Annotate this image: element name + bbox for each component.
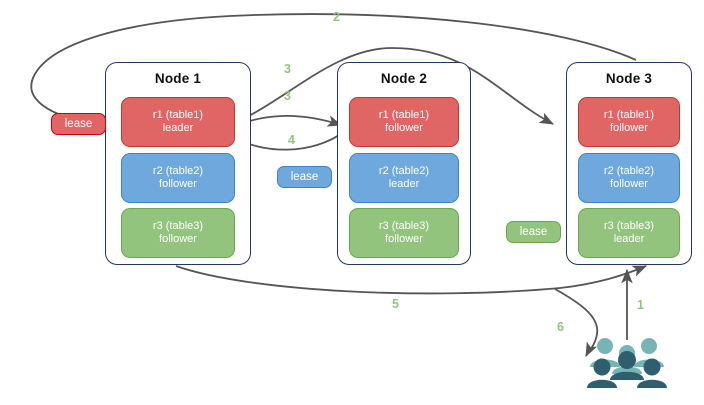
replica-node2-r1[interactable]: r1 (table1) follower: [349, 97, 459, 147]
lease-badge-r1[interactable]: lease: [51, 113, 106, 135]
replica-node1-r1[interactable]: r1 (table1) leader: [121, 97, 235, 147]
replica-role: leader: [388, 178, 420, 190]
replica-role: follower: [385, 122, 423, 134]
replica-node2-r3[interactable]: r3 (table3) follower: [349, 208, 459, 258]
replica-node3-r3[interactable]: r3 (table3) leader: [578, 208, 680, 258]
step-label-4: 4: [288, 133, 295, 147]
step-label-2: 2: [333, 10, 340, 24]
replica-name: r3 (table3): [378, 219, 430, 232]
users-group-icon: [587, 338, 667, 388]
step-label-6: 6: [557, 320, 564, 334]
arrow-step-3-to-node3: [221, 47, 554, 129]
replica-name: r1 (table1): [603, 108, 655, 121]
replica-name: r3 (table3): [603, 219, 655, 232]
replica-name: r1 (table1): [378, 108, 430, 121]
lease-badge-r2[interactable]: lease: [277, 166, 332, 188]
replica-role: follower: [159, 178, 197, 190]
replica-role: follower: [385, 233, 423, 245]
step-label-3-upper: 3: [284, 62, 291, 76]
step-label-5: 5: [392, 297, 399, 311]
step-label-1: 1: [637, 298, 644, 312]
lease-badge-r3[interactable]: lease: [506, 221, 561, 243]
step-label-3-lower: 3: [284, 89, 291, 103]
replica-node2-r2[interactable]: r2 (table2) leader: [349, 153, 459, 203]
replica-role: follower: [610, 178, 648, 190]
replica-node3-r1[interactable]: r1 (table1) follower: [578, 97, 680, 147]
node-title: Node 1: [154, 71, 202, 86]
replica-name: r2 (table2): [603, 164, 655, 177]
replica-role: follower: [159, 233, 197, 245]
arrow-step-6: [554, 288, 599, 357]
replica-role: leader: [613, 233, 645, 245]
replica-role: follower: [610, 122, 648, 134]
replica-role: leader: [162, 122, 194, 134]
arrow-step-2: [30, 13, 637, 126]
replica-name: r1 (table1): [152, 108, 204, 121]
node-title: Node 3: [605, 71, 653, 86]
replica-node1-r2[interactable]: r2 (table2) follower: [121, 153, 235, 203]
replica-node3-r2[interactable]: r2 (table2) follower: [578, 153, 680, 203]
replica-name: r2 (table2): [378, 164, 430, 177]
replica-name: r3 (table3): [152, 219, 204, 232]
node-title: Node 2: [380, 71, 428, 86]
arrow-step-5: [175, 265, 647, 295]
replica-name: r2 (table2): [152, 164, 204, 177]
replica-node1-r3[interactable]: r3 (table3) follower: [121, 208, 235, 258]
